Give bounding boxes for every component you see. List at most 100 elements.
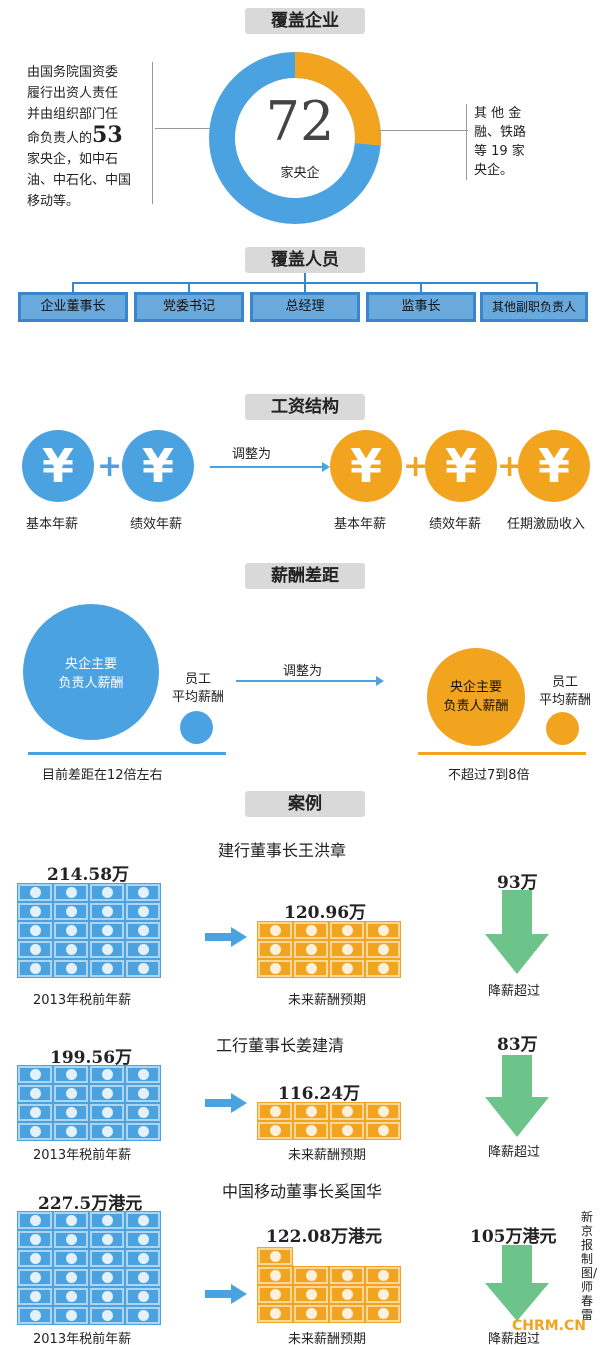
left-line-4: 命负责人的53 bbox=[27, 122, 123, 148]
yuan-coin-icon bbox=[29, 1107, 41, 1118]
banknote-icon bbox=[53, 921, 89, 940]
banknote-icon bbox=[257, 940, 293, 959]
yuan-coin-icon bbox=[341, 963, 353, 974]
case-1-before-caption: 2013年税前年薪 bbox=[33, 993, 132, 1008]
case-2-after-caption: 未来薪酬预期 bbox=[288, 1148, 367, 1163]
case-1-after-caption: 未来薪酬预期 bbox=[288, 993, 367, 1008]
banknote-icon bbox=[125, 1230, 161, 1249]
total-enterprises-unit: 家央企 bbox=[280, 166, 320, 181]
yuan-coin-icon bbox=[137, 1310, 149, 1321]
yuan-coin-icon: ¥ bbox=[518, 430, 590, 502]
case-2-cut-caption: 降薪超过 bbox=[488, 1145, 541, 1160]
banknote-icon bbox=[125, 1249, 161, 1268]
yuan-coin-icon bbox=[137, 925, 149, 936]
case-1-title: 建行董事长王洪章 bbox=[218, 841, 347, 860]
yuan-coin-icon: ¥ bbox=[122, 430, 194, 502]
yuan-coin-icon bbox=[341, 1125, 353, 1136]
banknote-icon bbox=[125, 1306, 161, 1325]
yuan-coin-icon bbox=[377, 1308, 389, 1319]
yuan-coin-icon bbox=[65, 1126, 77, 1137]
banknote-icon bbox=[125, 1287, 161, 1306]
banknote-icon bbox=[365, 959, 401, 978]
yuan-coin-icon bbox=[65, 1107, 77, 1118]
banknote-icon bbox=[17, 940, 53, 959]
banknote-icon bbox=[293, 959, 329, 978]
banknote-icon bbox=[89, 1287, 125, 1306]
section-title-pay-gap: 薪酬差距 bbox=[245, 563, 365, 589]
banknote-icon bbox=[125, 1122, 161, 1141]
employee-pay-label-before: 员工 平均薪酬 bbox=[171, 672, 224, 705]
case-2-before-banknotes bbox=[17, 1065, 162, 1142]
left-text-divider bbox=[152, 62, 153, 204]
adjust-label: 调整为 bbox=[232, 447, 272, 462]
yuan-coin-icon bbox=[29, 963, 41, 974]
banknote-icon bbox=[89, 1230, 125, 1249]
banknote-icon bbox=[53, 1211, 89, 1230]
yuan-coin-icon bbox=[29, 1088, 41, 1099]
yuan-coin-icon bbox=[137, 887, 149, 898]
banknote-icon bbox=[53, 1065, 89, 1084]
banknote-icon bbox=[17, 1287, 53, 1306]
yuan-coin-icon bbox=[341, 1270, 353, 1281]
banknote-icon bbox=[17, 959, 53, 978]
yuan-coin-icon bbox=[269, 1106, 281, 1117]
yuan-coin-icon bbox=[305, 925, 317, 936]
label-tenure-incentive: 任期激励收入 bbox=[507, 517, 586, 532]
yuan-coin-icon bbox=[377, 1270, 389, 1281]
yuan-coin-icon bbox=[305, 1106, 317, 1117]
yuan-coin-icon bbox=[65, 925, 77, 936]
banknote-icon bbox=[89, 883, 125, 902]
banknote-icon bbox=[329, 1102, 365, 1121]
yuan-coin-icon bbox=[137, 1272, 149, 1283]
watermark: CHRM.CN bbox=[512, 1318, 587, 1334]
left-line-6: 油、中石化、中国 bbox=[27, 173, 132, 188]
yuan-coin-icon bbox=[29, 1291, 41, 1302]
banknote-icon bbox=[329, 921, 365, 940]
executive-pay-circle-before bbox=[23, 604, 159, 740]
yuan-coin-icon bbox=[29, 1310, 41, 1321]
banknote-icon bbox=[257, 921, 293, 940]
yuan-coin-icon bbox=[101, 925, 113, 936]
case-3-title: 中国移动董事长奚国华 bbox=[222, 1182, 383, 1201]
gap-caption-after: 不超过7到8倍 bbox=[448, 768, 530, 783]
yuan-coin-icon bbox=[341, 925, 353, 936]
yuan-coin-icon bbox=[377, 1125, 389, 1136]
banknote-icon bbox=[17, 902, 53, 921]
plus-icon: + bbox=[497, 449, 523, 484]
banknote-icon bbox=[17, 1230, 53, 1249]
org-tree-stem bbox=[304, 273, 306, 283]
arrow-right-icon bbox=[205, 1284, 247, 1304]
yuan-coin-icon bbox=[377, 1106, 389, 1117]
label-base-salary-before: 基本年薪 bbox=[26, 517, 79, 532]
section-title-personnel: 覆盖人员 bbox=[245, 247, 365, 273]
section-title-coverage: 覆盖企业 bbox=[245, 8, 365, 34]
banknote-icon bbox=[17, 1306, 53, 1325]
yuan-coin-icon bbox=[341, 1308, 353, 1319]
yuan-coin-icon bbox=[137, 1215, 149, 1226]
section-title-salary-structure: 工资结构 bbox=[245, 394, 365, 420]
banknote-icon bbox=[257, 959, 293, 978]
baseline-before bbox=[28, 752, 226, 755]
banknote-icon bbox=[365, 1285, 401, 1304]
yuan-coin-icon bbox=[137, 1126, 149, 1137]
banknote-icon bbox=[17, 1249, 53, 1268]
yuan-coin-icon bbox=[137, 1253, 149, 1264]
yuan-coin-icon bbox=[377, 925, 389, 936]
arrow-right-icon bbox=[205, 1093, 247, 1113]
role-general-manager: 总经理 bbox=[250, 292, 360, 322]
yuan-coin-icon bbox=[65, 1291, 77, 1302]
yuan-coin-icon bbox=[29, 925, 41, 936]
right-text-divider bbox=[466, 104, 467, 180]
yuan-coin-icon bbox=[65, 1272, 77, 1283]
yuan-coin-icon bbox=[29, 1234, 41, 1245]
banknote-icon bbox=[293, 921, 329, 940]
yuan-coin-icon bbox=[269, 1125, 281, 1136]
adjust-label: 调整为 bbox=[283, 664, 323, 679]
banknote-icon bbox=[257, 1266, 293, 1285]
banknote-icon bbox=[89, 1103, 125, 1122]
banknote-icon bbox=[125, 883, 161, 902]
employee-pay-circle-before bbox=[180, 711, 213, 744]
banknote-icon bbox=[89, 940, 125, 959]
yuan-coin-icon bbox=[101, 963, 113, 974]
banknote-icon bbox=[89, 959, 125, 978]
